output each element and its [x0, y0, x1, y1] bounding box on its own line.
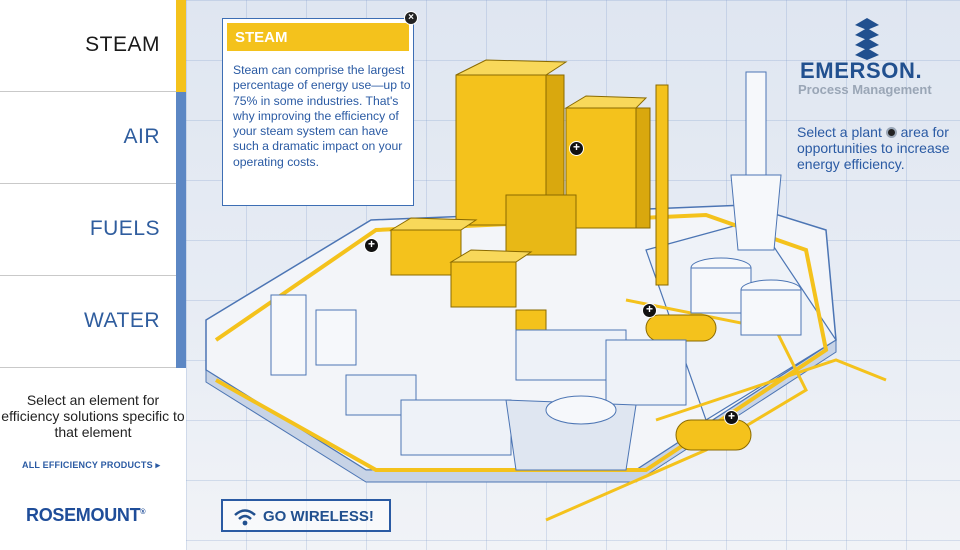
nav-indicator [176, 276, 186, 368]
go-wireless-button[interactable]: GO WIRELESS! [221, 499, 391, 532]
nav-item-label: FUELS [89, 217, 160, 240]
emerson-name-text: EMERSON [800, 58, 916, 83]
hotspot-boiler[interactable]: + [569, 141, 584, 156]
nav-item-label: AIR [123, 125, 160, 148]
registered-mark: ® [140, 509, 146, 516]
all-products-label: ALL EFFICIENCY PRODUCTS [22, 460, 153, 470]
info-panel: STEAM Steam can comprise the largest per… [222, 18, 414, 206]
emerson-wordmark: EMERSON. [800, 58, 922, 84]
emerson-trademark: . [915, 58, 923, 83]
sidebar-hint: Select an element for efficiency solutio… [1, 392, 185, 440]
hotspot-tank[interactable]: + [724, 410, 739, 425]
info-panel-title: STEAM [235, 29, 288, 46]
nav-item-label: WATER [84, 309, 160, 332]
info-panel-body: Steam can comprise the largest percentag… [233, 63, 411, 169]
emerson-logo-icon [855, 18, 879, 60]
plant-illustration [205, 59, 887, 522]
boiler-right [564, 95, 651, 229]
nav-item-steam[interactable]: STEAM ▸ [0, 0, 202, 92]
hotspot-heat-exchanger[interactable]: + [642, 303, 657, 318]
sidebar: STEAM ▸ AIR FUELS WATER Select an elemen… [0, 0, 202, 550]
close-icon[interactable]: × [404, 11, 418, 25]
hotspot-steam-unit[interactable]: + [364, 238, 379, 253]
nav-item-water[interactable]: WATER [0, 276, 186, 368]
nav-item-air[interactable]: AIR [0, 92, 186, 184]
nav-indicator [176, 184, 186, 276]
brand-name: ROSEMOUNT [26, 505, 141, 525]
nav-indicator [176, 92, 186, 184]
nav-item-label: STEAM [85, 33, 160, 56]
plant-hint-after: area for opportunities to increase energ… [797, 124, 950, 172]
nav-item-fuels[interactable]: FUELS [0, 184, 186, 276]
wifi-icon [234, 509, 256, 526]
plant-hint: Select a plant area for opportunities to… [797, 124, 957, 172]
plant-hint-before: Select a plant [797, 124, 882, 140]
all-efficiency-products-link[interactable]: ALL EFFICIENCY PRODUCTS ▸ [22, 460, 160, 471]
plant-view: + + + + [186, 0, 960, 550]
info-panel-header: STEAM [227, 23, 409, 51]
go-wireless-label: GO WIRELESS! [263, 508, 374, 525]
emerson-subtitle: Process Management [798, 82, 932, 97]
rosemount-logo[interactable]: ROSEMOUNT® [26, 505, 145, 526]
chevron-right-icon: ▸ [155, 460, 161, 470]
hotspot-legend-icon [885, 127, 897, 138]
